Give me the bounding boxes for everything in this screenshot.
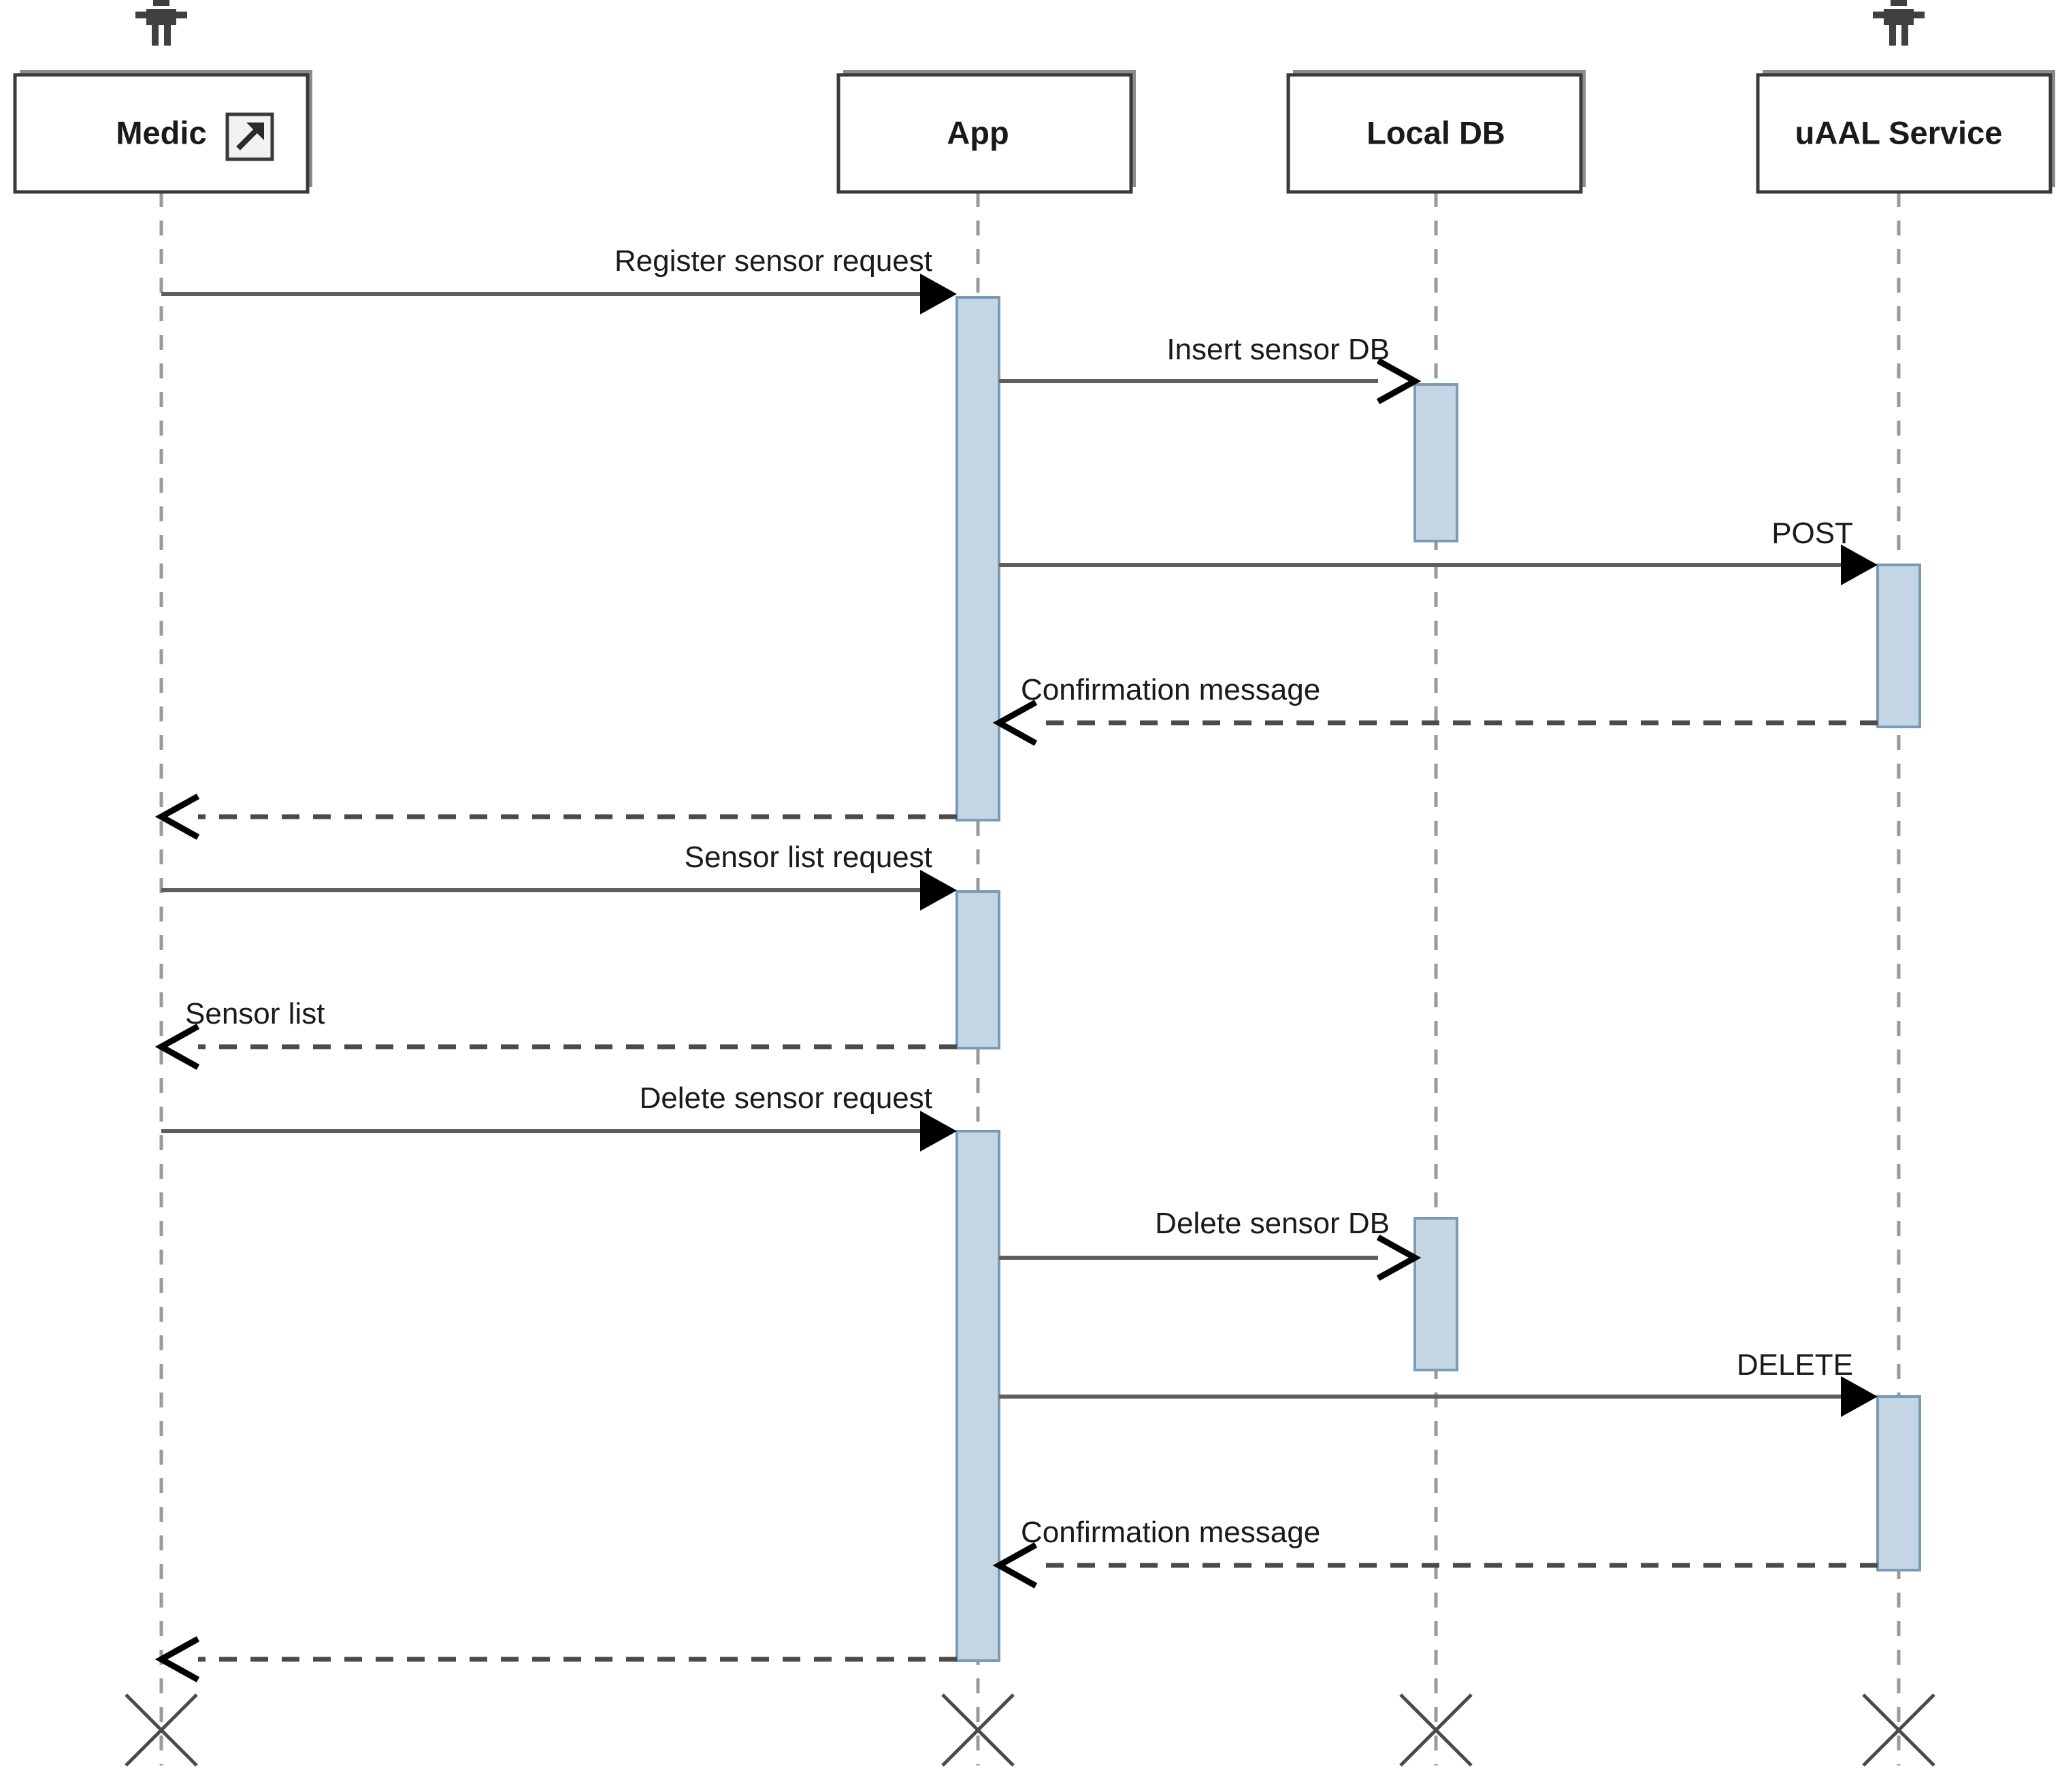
message-m4: Confirmation message xyxy=(992,673,1878,746)
destruction-marker-app xyxy=(941,1693,1015,1767)
localdb-activation-insert xyxy=(1413,383,1458,542)
message-m10: DELETE xyxy=(999,1348,1878,1417)
destruction-markers-layer xyxy=(125,1693,1935,1767)
lifeline-title-app: App xyxy=(947,114,1009,150)
arrowhead-filled-m1 xyxy=(920,274,957,314)
lifeline-box-localdb[interactable] xyxy=(1286,73,1583,194)
arrowhead-filled-m3 xyxy=(1841,544,1878,585)
external-link-icon-medic[interactable] xyxy=(225,112,274,161)
arrowhead-open-m11 xyxy=(992,1542,1038,1589)
message-m11: Confirmation message xyxy=(992,1516,1878,1589)
lifeline-headers-layer: Medic App Local DB uAAL Service xyxy=(13,0,2055,194)
message-label-m3: POST xyxy=(1771,517,1853,550)
app-activation-register xyxy=(955,296,1000,821)
message-m3: POST xyxy=(999,517,1878,585)
lifeline-title-uaal: uAAL Service xyxy=(1795,114,2003,150)
arrowhead-open-m2 xyxy=(1376,358,1422,404)
app-activation-sensorlist xyxy=(955,890,1000,1049)
message-m5 xyxy=(154,794,957,840)
arrowhead-open-m4 xyxy=(992,700,1038,746)
message-m8: Delete sensor request xyxy=(161,1081,957,1152)
uaal-activation-delete xyxy=(1876,1395,1921,1571)
lifeline-box-app[interactable] xyxy=(836,73,1133,194)
message-label-m6: Sensor list request xyxy=(685,841,932,874)
message-m6: Sensor list request xyxy=(161,841,957,911)
message-m2: Insert sensor DB xyxy=(999,333,1422,404)
message-m7: Sensor list xyxy=(154,997,957,1070)
message-label-m10: DELETE xyxy=(1737,1348,1853,1382)
message-m9: Delete sensor DB xyxy=(999,1207,1422,1281)
destruction-marker-uaal xyxy=(1862,1693,1935,1767)
message-label-m8: Delete sensor request xyxy=(640,1081,932,1115)
uaal-activation-post xyxy=(1876,564,1921,728)
actor-person-icon-uaal xyxy=(1873,0,1925,46)
lifeline-title-localdb: Local DB xyxy=(1367,114,1505,150)
lifeline-header-app[interactable]: App xyxy=(836,70,1136,194)
destruction-marker-medic xyxy=(125,1693,198,1767)
message-label-m1: Register sensor request xyxy=(615,244,932,278)
destruction-marker-localdb xyxy=(1399,1693,1473,1767)
localdb-activation-delete xyxy=(1413,1217,1458,1371)
app-activation-delete xyxy=(955,1130,1000,1662)
lifeline-header-localdb[interactable]: Local DB xyxy=(1286,70,1586,194)
message-label-m2: Insert sensor DB xyxy=(1166,333,1390,366)
lifeline-header-uaal[interactable]: uAAL Service xyxy=(1756,0,2055,194)
message-label-m4: Confirmation message xyxy=(1021,673,1320,706)
message-m12 xyxy=(154,1636,957,1682)
arrowhead-open-m12 xyxy=(154,1636,200,1682)
message-label-m7: Sensor list xyxy=(185,997,325,1030)
activations-layer xyxy=(955,296,1921,1662)
arrowhead-open-m5 xyxy=(154,794,200,840)
message-label-m11: Confirmation message xyxy=(1021,1516,1320,1549)
arrowhead-open-m9 xyxy=(1376,1235,1422,1281)
lifeline-header-medic[interactable]: Medic xyxy=(13,0,312,194)
message-m1: Register sensor request xyxy=(161,244,957,314)
actor-person-icon-medic xyxy=(135,0,187,46)
arrowhead-filled-m8 xyxy=(920,1111,957,1152)
lifeline-box-uaal[interactable] xyxy=(1756,73,2053,194)
arrowhead-filled-m10 xyxy=(1841,1376,1878,1417)
message-label-m9: Delete sensor DB xyxy=(1155,1207,1390,1240)
lifeline-title-medic: Medic xyxy=(116,114,206,150)
arrowhead-filled-m6 xyxy=(920,870,957,911)
arrowhead-open-m7 xyxy=(154,1024,200,1070)
